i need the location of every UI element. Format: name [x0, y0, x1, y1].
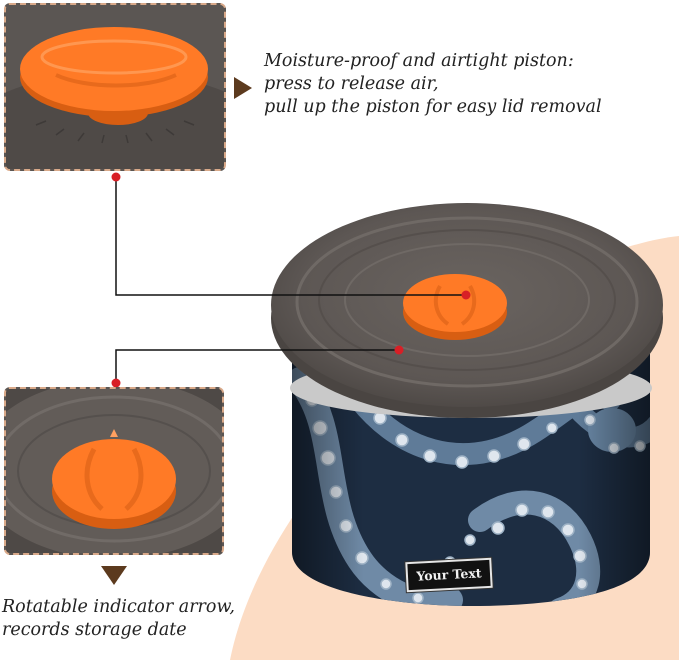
arrow-right-icon [234, 77, 252, 99]
piston-caption-line-1: Moisture-proof and airtight piston: [264, 51, 574, 71]
piston-closeup-inset [4, 3, 226, 171]
indicator-closeup-image [6, 389, 222, 553]
indicator-caption-line-2: records storage date [2, 620, 187, 640]
piston-caption-line-2: press to release air, [264, 74, 439, 94]
piston-closeup-image [6, 5, 224, 169]
piston-caption-line-3: pull up the piston for easy lid removal [264, 97, 602, 117]
piston-caption: Moisture-proof and airtight piston: pres… [264, 50, 602, 119]
indicator-closeup-inset [4, 387, 224, 555]
indicator-caption: Rotatable indicator arrow, records stora… [2, 596, 235, 642]
arrow-down-icon [101, 566, 127, 585]
custom-text-label: Your Text [405, 557, 493, 593]
indicator-caption-line-1: Rotatable indicator arrow, [2, 597, 235, 617]
